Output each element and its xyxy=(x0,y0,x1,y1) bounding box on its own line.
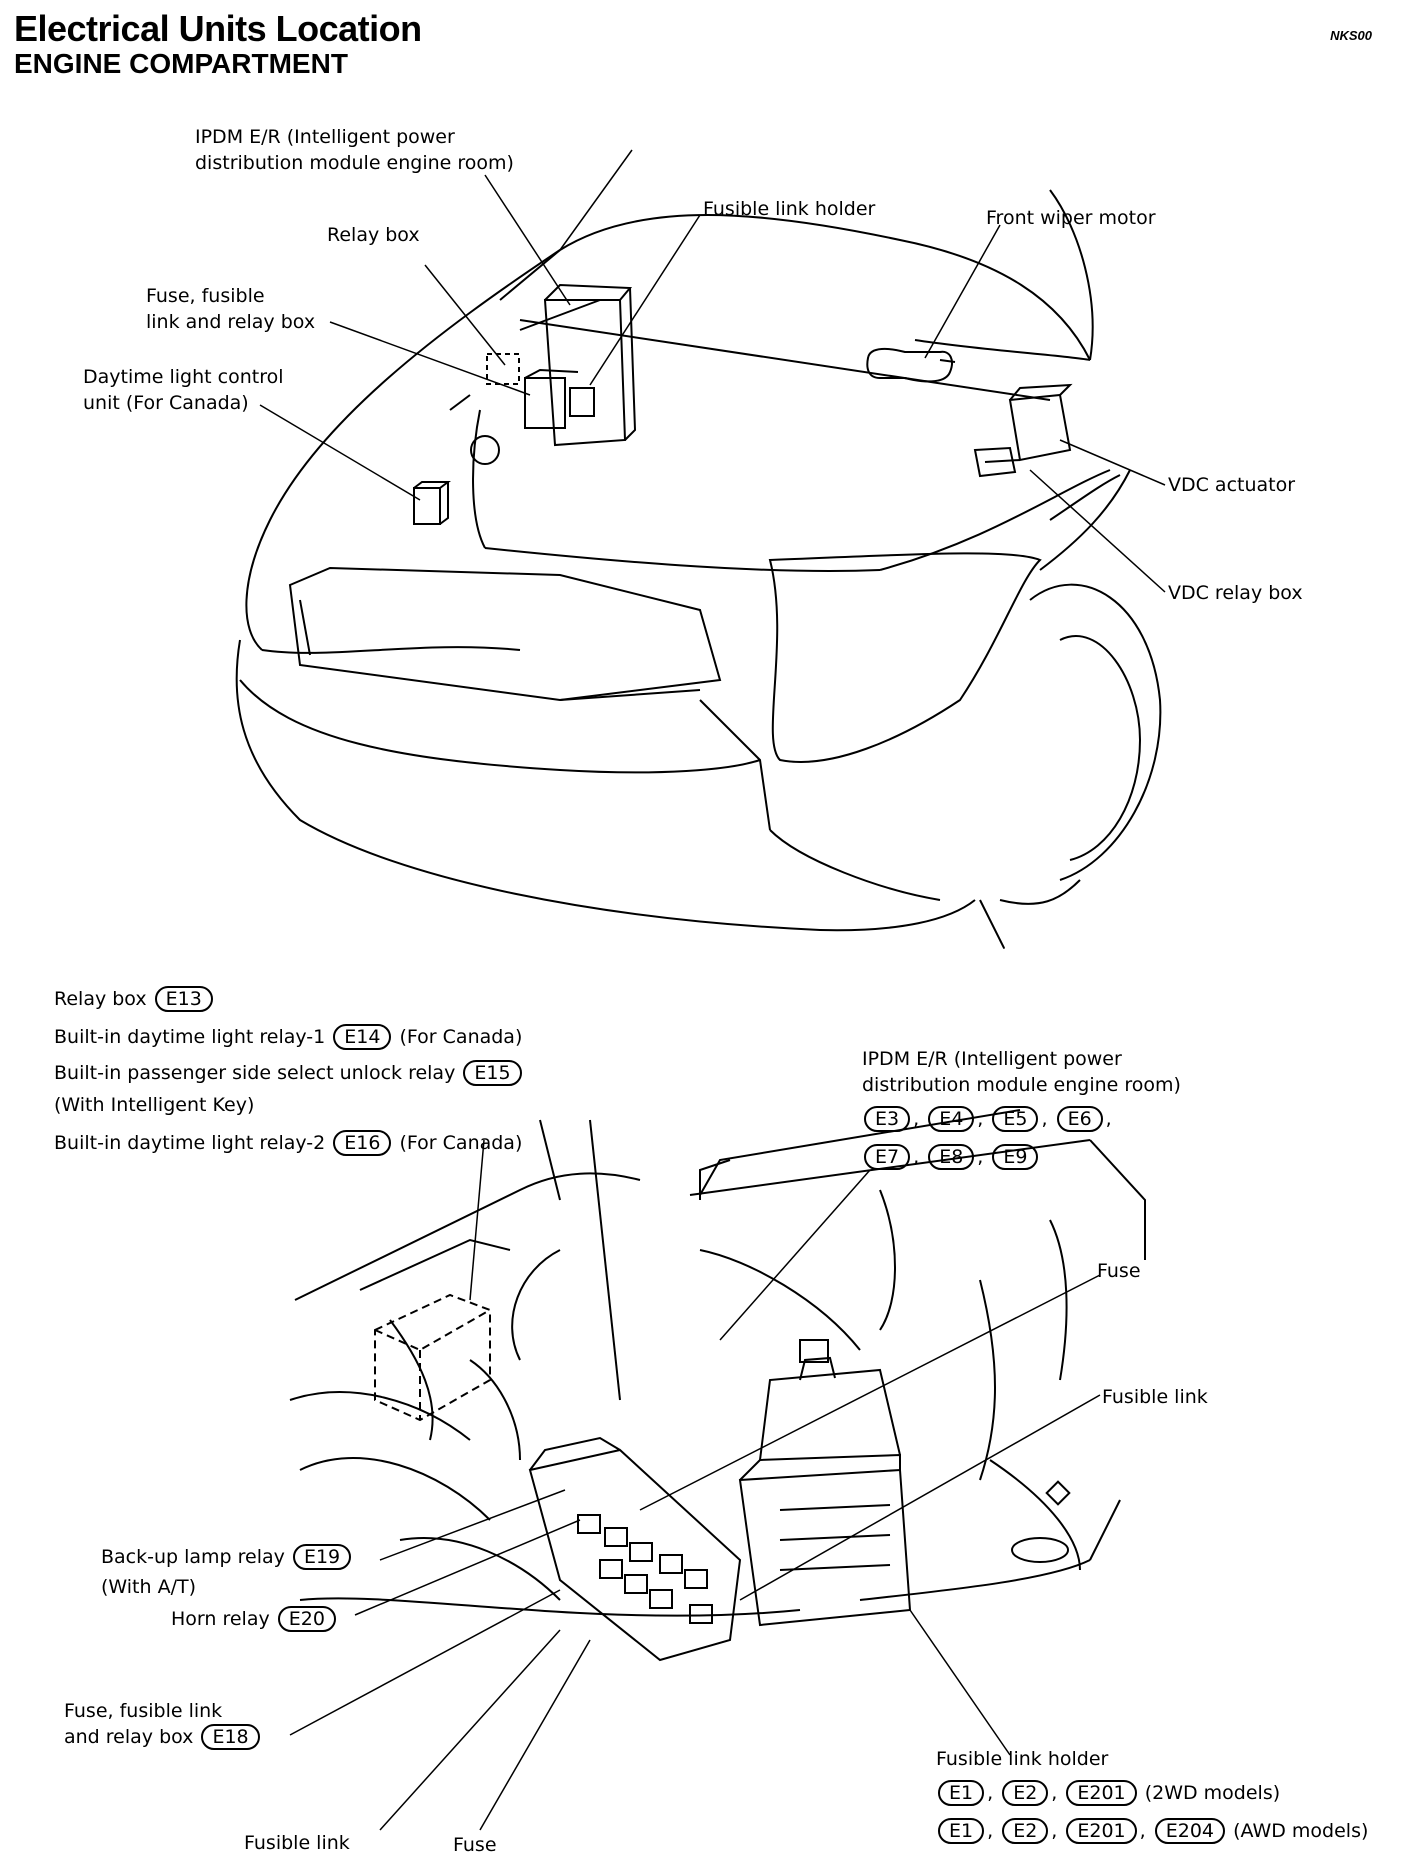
label-ipdm-top: IPDM E/R (Intelligent power distribution… xyxy=(195,124,514,176)
label-ipdm-bottom-line1: IPDM E/R (Intelligent power xyxy=(862,1048,1122,1070)
car-body-outline xyxy=(235,189,1162,949)
label-ipdm-bottom: IPDM E/R (Intelligent power distribution… xyxy=(862,1046,1181,1098)
fusible-holder-row-2wd: E1, E2, E201 (2WD models) xyxy=(936,1780,1280,1806)
connector-badge: E1 xyxy=(938,1780,985,1806)
label-daytime-line2: unit (For Canada) xyxy=(83,392,249,414)
label-relay-box-top: Relay box xyxy=(327,224,420,246)
label-daytime-line1: Daytime light control xyxy=(83,366,284,388)
fusible-holder-2wd-note: (2WD models) xyxy=(1144,1782,1281,1804)
horn-relay-text: Horn relay xyxy=(171,1608,270,1630)
connector-badge: E5 xyxy=(992,1106,1039,1132)
connector-badge: E14 xyxy=(333,1024,392,1050)
ipdm-module-bottom xyxy=(738,1339,912,1627)
daytime-relay-2-text: Built-in daytime light relay-2 xyxy=(54,1132,326,1154)
ipdm-box-top xyxy=(524,283,637,447)
wiper-motor-shape xyxy=(866,347,956,383)
connector-badge: E8 xyxy=(928,1144,975,1170)
label-fusible-link-holder-top: Fusible link holder xyxy=(703,198,876,220)
label-vdc-relay-box: VDC relay box xyxy=(1168,582,1303,604)
relay-list-daytime-relay-1: Built-in daytime light relay-1 E14 (For … xyxy=(54,1024,522,1050)
label-daytime-light-control: Daytime light control unit (For Canada) xyxy=(83,364,284,416)
page-subtitle: ENGINE COMPARTMENT xyxy=(14,48,348,79)
label-fuse-right: Fuse xyxy=(1097,1260,1141,1282)
connector-badge: E13 xyxy=(154,986,213,1012)
label-fuse-fusible-box-line2-row: and relay box E18 xyxy=(64,1724,262,1750)
daytime-light-unit-shape xyxy=(413,481,451,525)
fuse-relay-box-bottom xyxy=(528,1436,742,1662)
bottom-leader-lines xyxy=(289,1139,1101,1831)
label-ipdm-top-line2: distribution module engine room) xyxy=(195,152,514,174)
backup-lamp-text: Back-up lamp relay xyxy=(101,1546,285,1568)
label-fuse-fusible-line2: link and relay box xyxy=(146,311,316,333)
connector-badge: E16 xyxy=(333,1130,392,1156)
connector-badge: E4 xyxy=(928,1106,975,1132)
label-fuse-fusible-box-line2: and relay box xyxy=(64,1726,194,1748)
top-leader-lines xyxy=(259,149,1166,593)
ipdm-badges-row1: E3, E4, E5, E6, xyxy=(862,1106,1113,1132)
label-fuse-fusible-link-box-bottom: Fuse, fusible link and relay box E18 xyxy=(64,1698,262,1750)
connector-badge: E201 xyxy=(1066,1780,1137,1806)
relay-box-dashed-outline xyxy=(486,353,520,385)
connector-badge: E9 xyxy=(992,1144,1039,1170)
label-fusible-link-right: Fusible link xyxy=(1102,1386,1208,1408)
connector-badge: E1 xyxy=(938,1818,985,1844)
label-fuse-bottom: Fuse xyxy=(453,1834,497,1856)
connector-badge: E19 xyxy=(292,1544,352,1570)
label-front-wiper-motor: Front wiper motor xyxy=(986,207,1156,229)
relay-list-passenger-note: (With Intelligent Key) xyxy=(54,1094,255,1116)
connector-badge: E20 xyxy=(277,1606,336,1632)
page-title: Electrical Units Location xyxy=(14,8,422,49)
label-fuse-fusible-relay-box-top: Fuse, fusible link and relay box xyxy=(146,283,315,335)
label-horn-relay: Horn relay E20 xyxy=(171,1606,338,1632)
vdc-actuator-shape xyxy=(973,383,1073,478)
label-vdc-actuator: VDC actuator xyxy=(1168,474,1296,496)
relay-box-bottom-dashed xyxy=(374,1293,491,1422)
label-fusible-link-holder-bottom: Fusible link holder xyxy=(936,1748,1109,1770)
relay-list-passenger-relay: Built-in passenger side select unlock re… xyxy=(54,1060,524,1086)
connector-badge: E204 xyxy=(1154,1818,1226,1844)
fusible-holder-awd-note: (AWD models) xyxy=(1233,1820,1369,1842)
connector-badge: E15 xyxy=(463,1060,522,1086)
connector-badge: E2 xyxy=(1002,1818,1049,1844)
label-backup-lamp-note: (With A/T) xyxy=(101,1576,197,1598)
connector-badge: E7 xyxy=(864,1144,911,1170)
ipdm-badges-row2: E7, E8, E9 xyxy=(862,1144,1040,1170)
connector-badge: E6 xyxy=(1056,1106,1103,1132)
engine-bay-outline xyxy=(289,1109,1146,1617)
label-ipdm-top-line1: IPDM E/R (Intelligent power xyxy=(195,126,455,148)
connector-badge: E201 xyxy=(1066,1818,1137,1844)
daytime-relay-1-note: (For Canada) xyxy=(399,1026,523,1048)
label-backup-lamp-relay: Back-up lamp relay E19 xyxy=(101,1544,353,1570)
label-fuse-fusible-box-line1: Fuse, fusible link xyxy=(64,1700,223,1722)
label-ipdm-bottom-line2: distribution module engine room) xyxy=(862,1074,1181,1096)
document-code: NKS00 xyxy=(1330,28,1372,43)
label-fuse-fusible-line1: Fuse, fusible xyxy=(146,285,265,307)
daytime-relay-1-text: Built-in daytime light relay-1 xyxy=(54,1026,326,1048)
relay-box-text: Relay box xyxy=(54,988,147,1010)
connector-badge: E18 xyxy=(201,1724,260,1750)
label-fusible-link-bottom: Fusible link xyxy=(244,1832,350,1854)
passenger-relay-text: Built-in passenger side select unlock re… xyxy=(54,1062,456,1084)
relay-list-daytime-relay-2: Built-in daytime light relay-2 E16 (For … xyxy=(54,1130,522,1156)
fusible-holder-row-awd: E1, E2, E201, E204 (AWD models) xyxy=(936,1818,1368,1844)
daytime-relay-2-note: (For Canada) xyxy=(399,1132,523,1154)
connector-badge: E2 xyxy=(1002,1780,1049,1806)
connector-badge: E3 xyxy=(864,1106,911,1132)
relay-list-relay-box: Relay box E13 xyxy=(54,986,215,1012)
